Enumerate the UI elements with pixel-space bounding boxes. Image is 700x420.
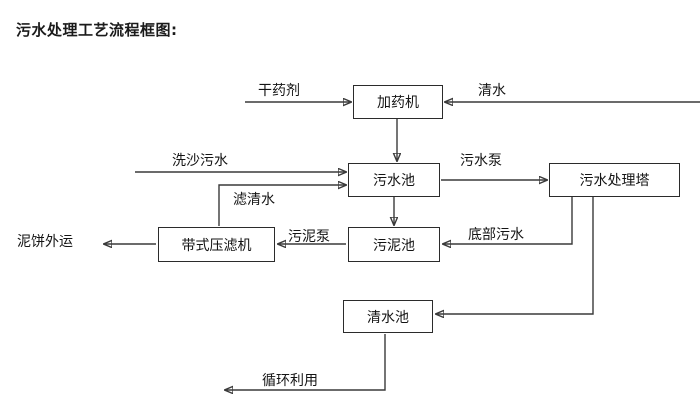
node-label: 污水池 [373,173,415,189]
node-label: 污水处理塔 [579,173,650,189]
page-title: 污水处理工艺流程框图: [16,21,178,39]
edge-label-sludge-pump: 污泥泵 [288,229,330,245]
node-wastewater-pool[interactable]: 污水池 [348,163,440,197]
node-belt-filter-press[interactable]: 带式压滤机 [158,227,275,262]
terminal-label-mud-cake-export: 泥饼外运 [17,234,73,250]
node-label: 清水池 [367,309,409,326]
edge-label-dry-chemical: 干药剂 [258,83,300,99]
node-label: 带式压滤机 [181,237,252,254]
edge-label-clean-water: 清水 [478,83,506,99]
node-sludge-pool[interactable]: 污泥池 [348,227,440,262]
node-label: 污泥池 [373,237,415,254]
edge-label-sand-wash-water: 洗沙污水 [172,153,228,169]
node-clear-water-pool[interactable]: 清水池 [343,300,433,333]
edge-label-recycle-reuse: 循环利用 [262,373,318,389]
node-treatment-tower[interactable]: 污水处理塔 [549,163,680,197]
edge-label-filtered-water: 滤清水 [233,192,275,208]
edge-label-bottom-sewage: 底部污水 [468,227,524,243]
node-label: 加药机 [377,95,419,111]
edge-label-wastewater-pump: 污水泵 [460,153,502,169]
node-dosing-machine[interactable]: 加药机 [353,85,443,119]
